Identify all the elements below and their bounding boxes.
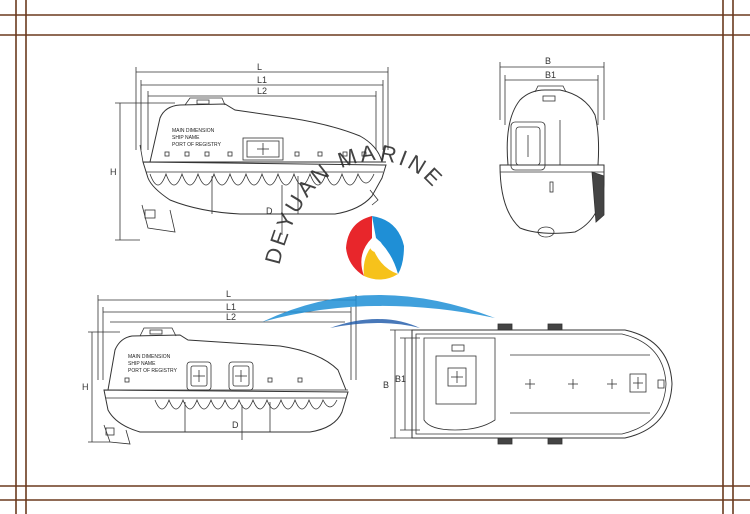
logo-swoosh-lower bbox=[262, 294, 495, 322]
dim-label-b1-plan: B1 bbox=[395, 374, 406, 384]
logo-blue-petal bbox=[372, 216, 404, 274]
hull-text-port-of-registry-bottom: PORT OF REGISTRY bbox=[128, 368, 178, 374]
front-view bbox=[499, 62, 605, 238]
hull-text-ship-name-bottom: SHIP NAME bbox=[128, 361, 156, 367]
plan-view bbox=[390, 323, 673, 445]
logo-swoosh-upper bbox=[330, 319, 420, 328]
side-view-top-labels: L L1 L2 H D MAIN DIMENSION SHIP NAME POR… bbox=[110, 62, 273, 216]
hull-text-main-dimension-bottom: MAIN DIMENSION bbox=[128, 354, 171, 360]
logo-red-petal bbox=[346, 216, 372, 276]
dim-label-h-top: H bbox=[110, 167, 117, 177]
dim-label-b-front: B bbox=[545, 56, 551, 66]
logo-yellow-petal bbox=[363, 246, 398, 280]
dim-label-h-bottom: H bbox=[82, 382, 89, 392]
side-view-top bbox=[115, 67, 389, 241]
side-view-bottom bbox=[88, 295, 357, 445]
dim-label-l1-bottom: L1 bbox=[226, 302, 236, 312]
dim-label-b1-front: B1 bbox=[545, 70, 556, 80]
dim-label-l2-top: L2 bbox=[257, 86, 267, 96]
dim-label-l2-bottom: L2 bbox=[226, 312, 236, 322]
hull-text-port-of-registry-top: PORT OF REGISTRY bbox=[172, 142, 222, 148]
dim-label-l-bottom: L bbox=[226, 289, 231, 299]
front-view-labels: B B1 bbox=[545, 56, 556, 80]
dim-label-b-plan: B bbox=[383, 380, 389, 390]
hull-text-main-dimension-top: MAIN DIMENSION bbox=[172, 128, 215, 134]
watermark-logo bbox=[262, 216, 495, 328]
dim-label-l-top: L bbox=[257, 62, 262, 72]
dim-label-l1-top: L1 bbox=[257, 75, 267, 85]
hull-text-ship-name-top: SHIP NAME bbox=[172, 135, 200, 141]
plan-view-labels: B B1 bbox=[383, 374, 406, 390]
side-view-bottom-labels: L L1 L2 H D MAIN DIMENSION SHIP NAME POR… bbox=[82, 289, 239, 430]
dim-label-d-bottom: D bbox=[232, 420, 239, 430]
dim-label-d-top: D bbox=[266, 206, 273, 216]
